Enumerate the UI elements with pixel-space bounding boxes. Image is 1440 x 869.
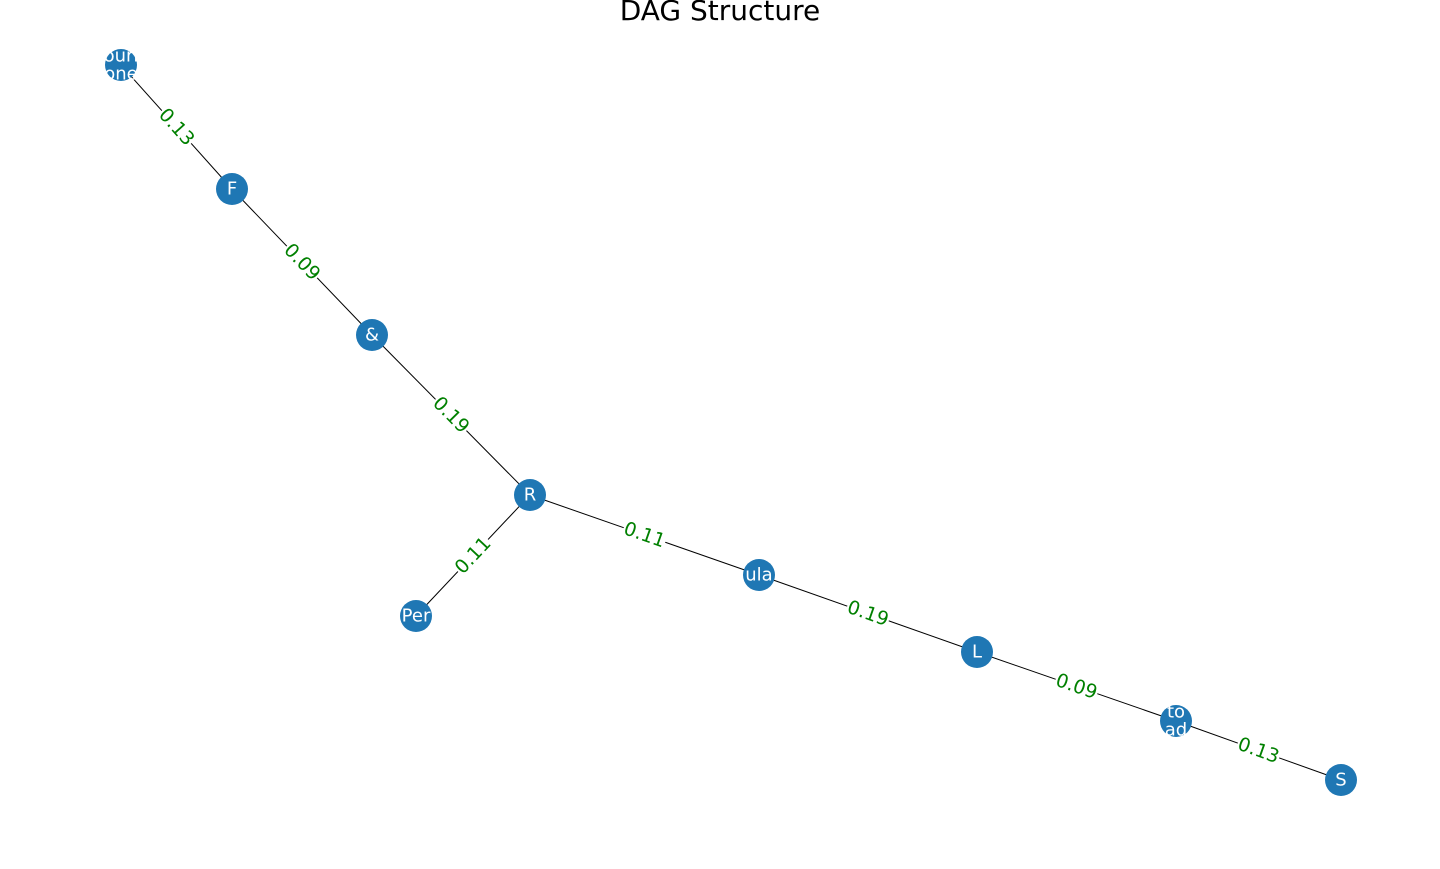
edges-layer [120, 64, 1342, 781]
node-n6: ula [743, 559, 775, 591]
node-circle [216, 173, 248, 205]
edge-weight-label: 0.13 [153, 103, 200, 151]
node-circle [743, 559, 775, 591]
node-label: to [1167, 702, 1185, 723]
edge-weight-label: 0.11 [620, 517, 669, 553]
node-circle [1325, 764, 1357, 796]
node-label: ouri [104, 46, 139, 67]
node-circle [400, 600, 432, 632]
svg-text:0.11: 0.11 [621, 518, 668, 553]
node-label: Per [402, 606, 431, 627]
edge-weight-label: 0.09 [1052, 668, 1101, 705]
svg-text:0.13: 0.13 [1235, 733, 1282, 768]
node-label: & [365, 325, 379, 346]
node-circle [514, 479, 546, 511]
edge-weight-label: 0.19 [843, 595, 893, 632]
svg-text:0.13: 0.13 [154, 104, 199, 150]
node-label: one [104, 64, 138, 85]
node-label: S [1335, 770, 1346, 791]
node-n4: R [514, 479, 546, 511]
node-n5: Per [400, 600, 432, 632]
node-circle [356, 319, 388, 351]
node-label: F [227, 179, 237, 200]
node-label: ad [1165, 720, 1187, 741]
edge-weight-label: 0.13 [1234, 732, 1283, 769]
node-label: ula [745, 565, 772, 586]
node-n2: F [216, 173, 248, 205]
diagram-title: DAG Structure [619, 0, 821, 27]
node-n9: S [1325, 764, 1357, 796]
node-circle [1160, 705, 1192, 737]
node-n7: L [961, 636, 993, 668]
svg-text:0.09: 0.09 [1053, 669, 1100, 704]
node-circle [961, 636, 993, 668]
node-label: R [524, 485, 537, 506]
node-circle [105, 49, 137, 81]
svg-text:0.19: 0.19 [844, 596, 891, 631]
node-label: L [972, 642, 982, 663]
node-n3: & [356, 319, 388, 351]
